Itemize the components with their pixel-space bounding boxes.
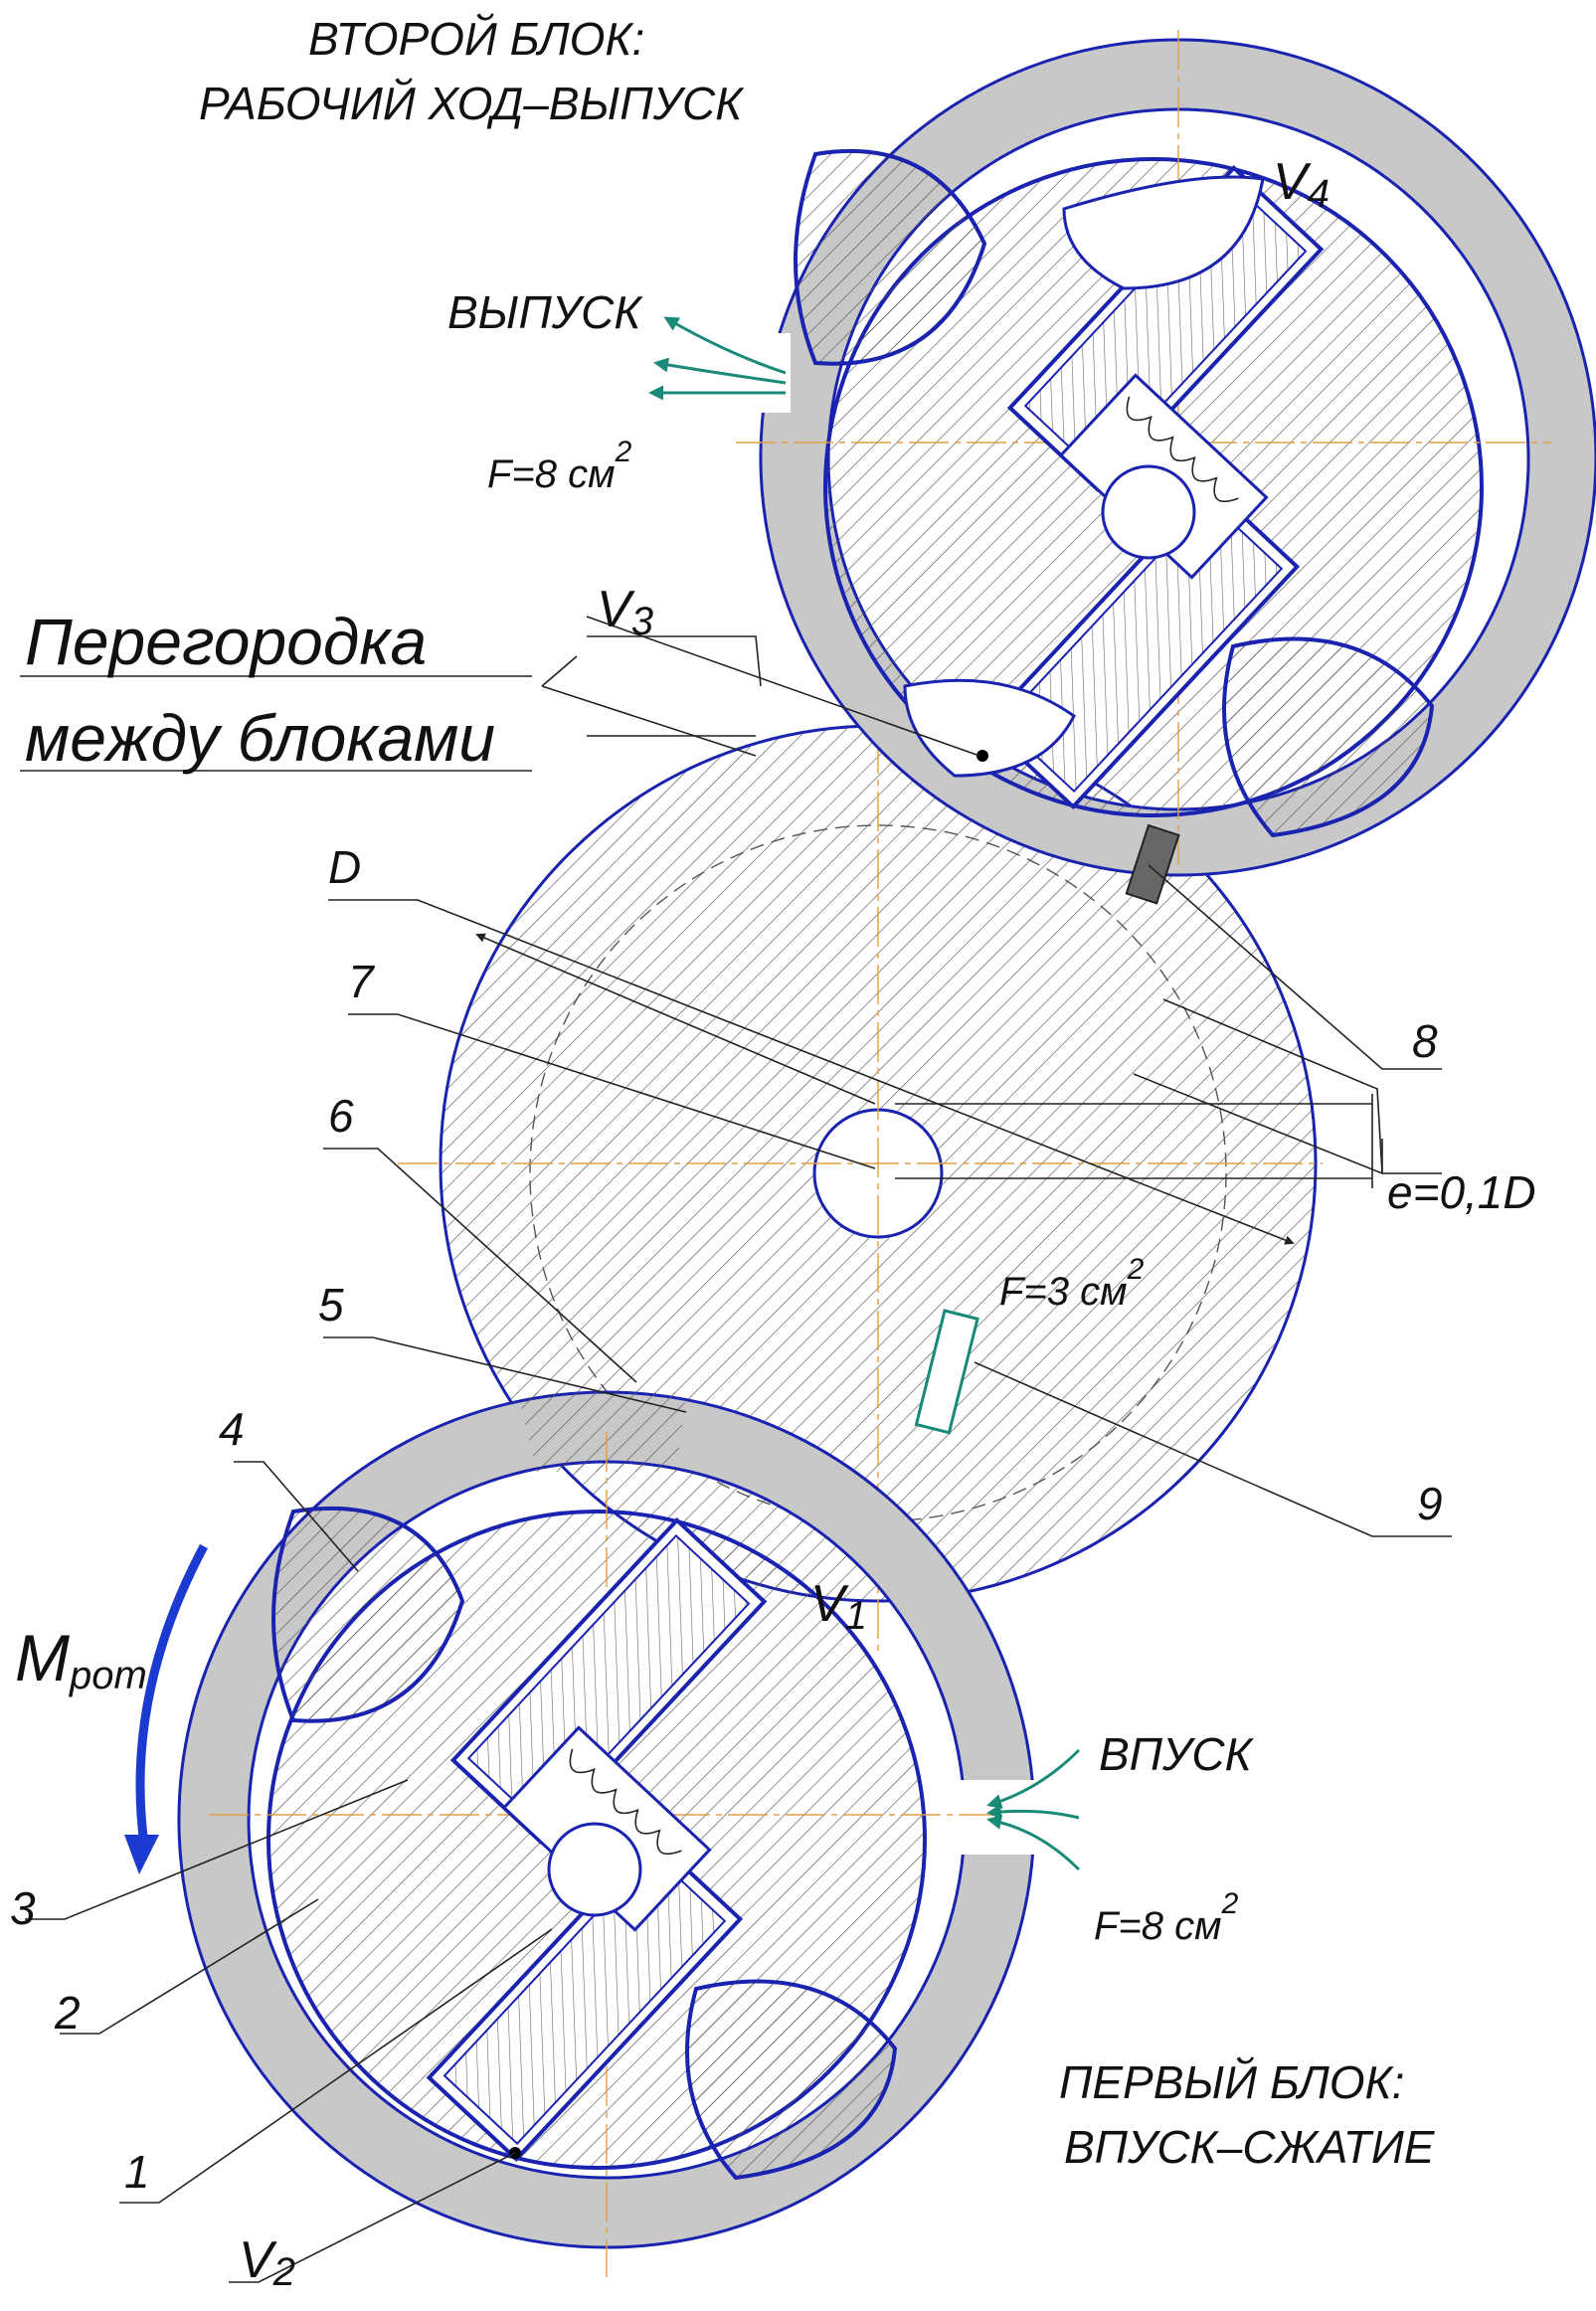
partition-label-1: Перегородка <box>25 605 427 678</box>
part-7-label: 7 <box>348 956 375 1007</box>
rotation-arrow <box>135 1543 208 1846</box>
part-5-label: 5 <box>318 1279 344 1331</box>
leader-lines <box>20 616 1452 2283</box>
part-6-label: 6 <box>328 1090 354 1142</box>
part-2-label: 2 <box>54 1987 81 2039</box>
eccentricity-label: e=0,1D <box>1387 1166 1536 1218</box>
volume-v3: V3 <box>597 581 653 643</box>
second-block <box>648 30 1596 905</box>
intake-label: ВПУСК <box>1099 1728 1255 1780</box>
part-9-label: 9 <box>1417 1478 1443 1529</box>
first-block <box>124 1390 1081 2277</box>
second-block-title-1: ВТОРОЙ БЛОК: <box>308 12 644 65</box>
intake-area: F=8 см2 <box>1094 1887 1239 1948</box>
first-block-title-2: ВПУСК–СЖАТИЕ <box>1064 2121 1436 2173</box>
part-8-block <box>1125 823 1180 905</box>
exhaust-flow <box>648 316 787 401</box>
second-block-title-2: РАБОЧИЙ ХОД–ВЫПУСК <box>199 77 745 129</box>
part-8-label: 8 <box>1412 1015 1438 1067</box>
volume-v2: V2 <box>239 2231 295 2294</box>
channel-area-label: F=3 см2 <box>999 1253 1145 1314</box>
part-3-label: 3 <box>10 1882 36 1934</box>
exhaust-label: ВЫПУСК <box>447 286 643 338</box>
partition-label-2: между блоками <box>25 701 495 775</box>
diameter-label: D <box>328 841 361 893</box>
volume-v1: V1 <box>810 1575 867 1638</box>
part-4-label: 4 <box>219 1403 245 1455</box>
partition-disk <box>398 676 1323 1651</box>
eccentricity-dimension <box>895 1094 1373 1188</box>
part-1-label: 1 <box>124 2146 150 2198</box>
transfer-channel <box>914 1309 979 1435</box>
exhaust-area: F=8 см2 <box>487 436 632 496</box>
first-block-title-1: ПЕРВЫЙ БЛОК: <box>1059 2055 1404 2108</box>
intake-flow <box>986 1748 1081 1871</box>
torque-label: Mрот <box>15 1621 147 1697</box>
volume-v4: V4 <box>1273 153 1330 216</box>
